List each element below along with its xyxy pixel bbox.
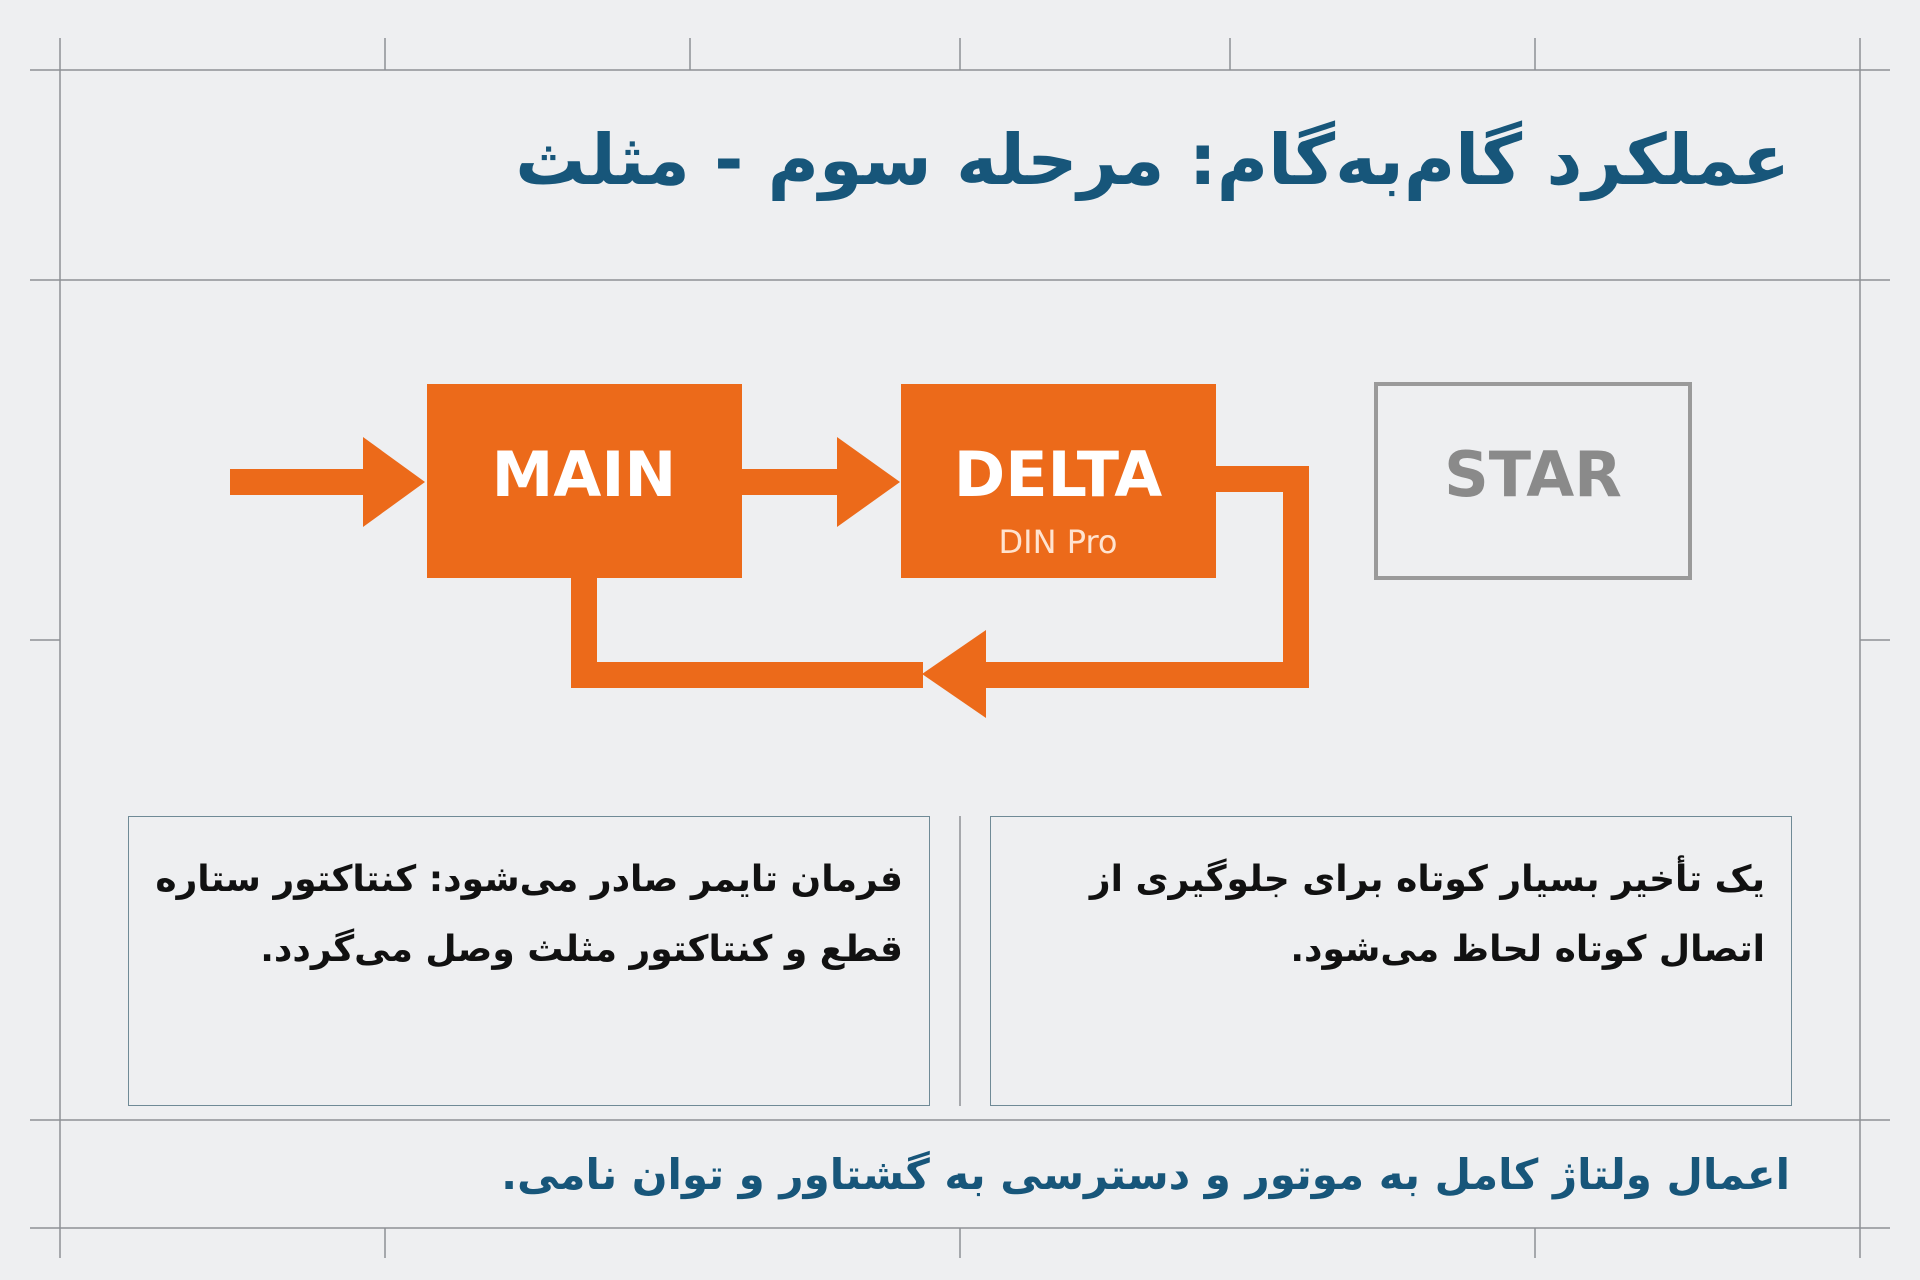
page-title: عملکرد گام‌به‌گام: مرحله سوم - مثلث [515, 119, 1790, 201]
main-contactor-label: MAIN [492, 438, 677, 511]
star-contactor-label: STAR [1444, 438, 1622, 511]
info-box-delay-text: یک تأخیر بسیار کوتاه برای جلوگیری از اتص… [1089, 859, 1765, 970]
main-to-delta-arrow [742, 437, 900, 527]
feedback-loop-line-left [571, 578, 923, 688]
delta-contactor-sublabel: DIN Pro [999, 523, 1118, 561]
feedback-loop-path [571, 466, 1309, 718]
delta-contactor-label: DELTA [954, 438, 1163, 511]
input-arrow-shaft [230, 469, 370, 495]
footer-summary: اعمال ولتاژ کامل به موتور و دسترسی به گش… [501, 1150, 1790, 1199]
star-contactor-box [1374, 382, 1692, 580]
input-arrow [230, 437, 425, 527]
info-box-timer-command-text: فرمان تایمر صادر می‌شود: کنتاکتور ستاره … [155, 859, 903, 970]
info-box-delay: یک تأخیر بسیار کوتاه برای جلوگیری از اتص… [990, 816, 1792, 1106]
info-box-timer-command: فرمان تایمر صادر می‌شود: کنتاکتور ستاره … [128, 816, 930, 1106]
input-arrow-head [363, 437, 425, 527]
feedback-loop-arrow-head [922, 630, 986, 718]
delta-contactor-box [901, 384, 1216, 578]
main-contactor-box [427, 384, 742, 578]
main-to-delta-arrow-head [837, 437, 900, 527]
main-to-delta-arrow-shaft [742, 469, 842, 495]
feedback-loop-line-right [973, 466, 1309, 688]
